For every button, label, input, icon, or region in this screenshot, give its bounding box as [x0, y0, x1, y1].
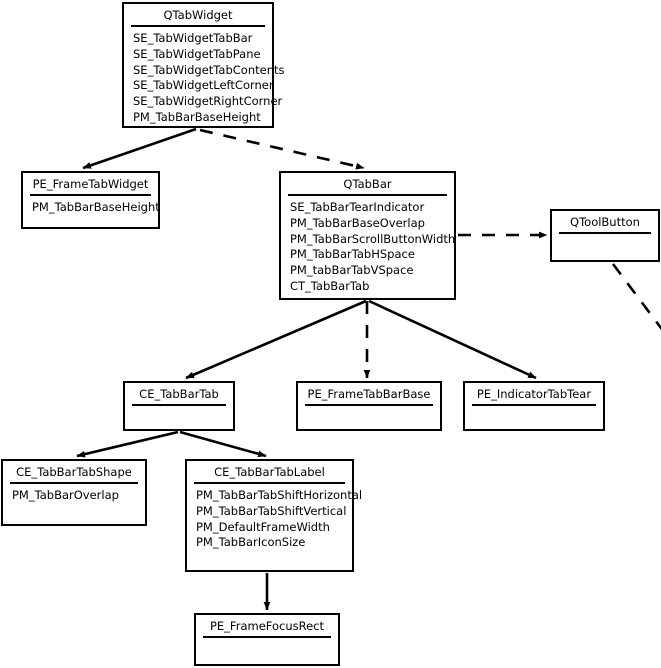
title-divider: [30, 194, 151, 197]
class-title: CE_TabBarTabShape: [16, 465, 132, 479]
class-title: PE_IndicatorTabTear: [476, 387, 592, 401]
member-item: PM_TabBarOverlap: [12, 488, 119, 503]
member-list: [125, 406, 233, 436]
class-box-qtabbar[interactable]: QTabBar SE_TabBarTearIndicator PM_TabBar…: [279, 171, 456, 300]
member-item: SE_TabWidgetTabBar: [133, 31, 253, 46]
class-box-qtabwidget[interactable]: QTabWidget SE_TabWidgetTabBar SE_TabWidg…: [122, 2, 285, 129]
member-item: PM_TabBarTabShiftVertical: [196, 504, 347, 518]
class-box-pe-frametabbarbase[interactable]: PE_FrameTabBarBase: [296, 381, 442, 431]
class-title: PE_FrameTabBarBase: [307, 387, 431, 401]
title-divider: [10, 482, 138, 485]
member-item: PM_TabBarIconSize: [196, 535, 306, 550]
member-list: [465, 406, 603, 436]
class-title: PE_FrameFocusRect: [209, 619, 324, 633]
member-item: PM_TabBarBaseHeight: [133, 109, 261, 124]
member-item: SE_TabBarTearIndicator: [290, 200, 425, 215]
title-divider: [559, 232, 651, 235]
member-list: [196, 638, 338, 668]
member-list: PM_TabBarOverlap: [3, 484, 145, 508]
edge-qtabbar-to-ce-tabbartab: [185, 299, 367, 380]
member-list: PM_TabBarTabShiftHorizontal PM_TabBarTab…: [187, 484, 363, 555]
class-box-ce-tabbartab[interactable]: CE_TabBarTab: [123, 381, 235, 431]
member-list: SE_TabBarTearIndicator PM_TabBarBaseOver…: [281, 196, 456, 298]
title-divider: [194, 482, 345, 485]
class-box-pe-framefocusrect[interactable]: PE_FrameFocusRect: [194, 613, 340, 666]
class-title: QToolButton: [570, 215, 640, 229]
edge-qtoolbutton-to-offscreen: [611, 263, 661, 331]
edge-qtabbar-to-pe-indicatortabtear: [368, 299, 537, 380]
member-list: [552, 234, 658, 264]
member-item: PM_TabBarBaseHeight: [32, 200, 160, 215]
member-item: CT_TabBarTab: [290, 278, 370, 293]
member-item: PM_TabBarTabHSpace: [290, 247, 415, 262]
member-item: SE_TabWidgetLeftCorner: [133, 78, 274, 93]
class-title: CE_TabBarTab: [139, 387, 219, 401]
class-title: QTabWidget: [163, 8, 233, 22]
member-item: SE_TabWidgetRightCorner: [133, 93, 283, 108]
member-item: PM_TabBarTabShiftHorizontal: [196, 488, 363, 503]
member-item: PM_DefaultFrameWidth: [196, 519, 330, 534]
edge-qtabwidget-to-qtabbar: [199, 128, 365, 170]
class-title: CE_TabBarTabLabel: [214, 465, 325, 479]
class-box-ce-tabbartablabel[interactable]: CE_TabBarTabLabel PM_TabBarTabShiftHoriz…: [185, 459, 363, 572]
member-item: SE_TabWidgetTabPane: [133, 47, 261, 61]
class-title: PE_FrameTabWidget: [32, 177, 149, 191]
member-item: PM_TabBarScrollButtonWidth: [290, 231, 456, 246]
class-box-pe-frametabwidget[interactable]: PE_FrameTabWidget PM_TabBarBaseHeight: [21, 171, 160, 229]
member-list: SE_TabWidgetTabBar SE_TabWidgetTabPane S…: [124, 27, 285, 129]
member-item: PM_tabBarTabVSpace: [290, 262, 414, 277]
title-divider: [132, 404, 226, 407]
class-box-ce-tabbartabshape[interactable]: CE_TabBarTabShape PM_TabBarOverlap: [1, 459, 147, 526]
class-title: QTabBar: [343, 177, 392, 191]
class-box-pe-indicatortabtear[interactable]: PE_IndicatorTabTear: [463, 381, 605, 431]
edge-qtabwidget-to-pe-frametabwidget: [82, 127, 197, 170]
member-item: PM_TabBarBaseOverlap: [290, 216, 425, 230]
title-divider: [131, 25, 265, 28]
member-item: SE_TabWidgetTabContents: [133, 62, 285, 77]
title-divider: [305, 404, 433, 407]
member-list: [298, 406, 440, 436]
class-box-qtoolbutton[interactable]: QToolButton: [550, 209, 660, 262]
title-divider: [288, 194, 447, 197]
title-divider: [472, 404, 596, 407]
member-list: PM_TabBarBaseHeight: [23, 196, 160, 220]
title-divider: [203, 636, 331, 639]
